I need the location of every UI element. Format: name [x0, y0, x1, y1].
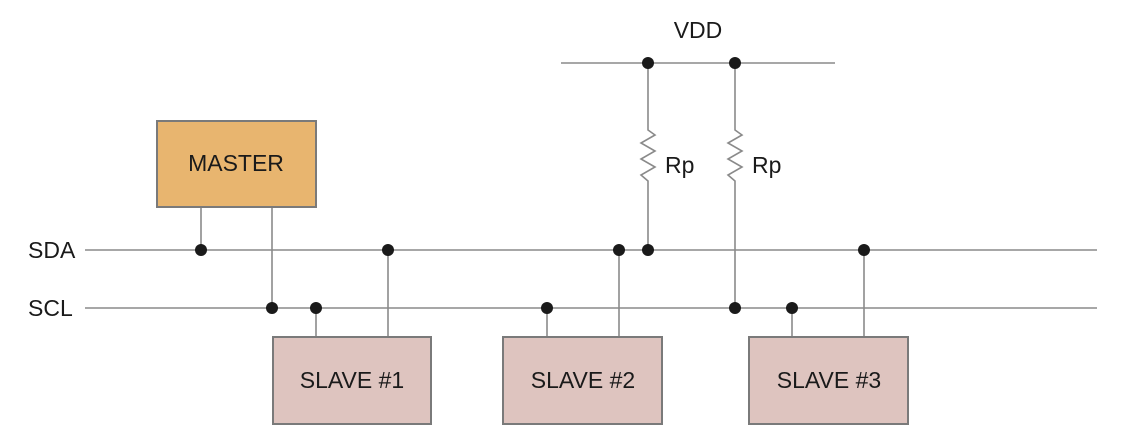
node-dot: [729, 57, 741, 69]
node-dot: [382, 244, 394, 256]
sda-label: SDA: [28, 237, 76, 263]
rp2-label: Rp: [752, 152, 781, 178]
node-dot: [195, 244, 207, 256]
vdd-label: VDD: [674, 17, 723, 43]
slave2-label: SLAVE #2: [531, 367, 635, 393]
master-block: [156, 120, 317, 208]
node-dot: [266, 302, 278, 314]
slave1-block: [272, 336, 432, 425]
node-dot: [310, 302, 322, 314]
master-label: MASTER: [188, 150, 284, 176]
node-dot: [642, 57, 654, 69]
node-dot: [858, 244, 870, 256]
slave2-block: [502, 336, 663, 425]
scl-label: SCL: [28, 295, 73, 321]
node-dot: [541, 302, 553, 314]
slave3-label: SLAVE #3: [777, 367, 881, 393]
rp1-label: Rp: [665, 152, 694, 178]
node-dot: [729, 302, 741, 314]
slave1-label: SLAVE #1: [300, 367, 404, 393]
slave3-block: [748, 336, 909, 425]
resistor-scl-icon: [726, 63, 744, 308]
node-dot: [786, 302, 798, 314]
node-dot: [642, 244, 654, 256]
resistor-sda-icon: [639, 63, 657, 250]
node-dot: [613, 244, 625, 256]
